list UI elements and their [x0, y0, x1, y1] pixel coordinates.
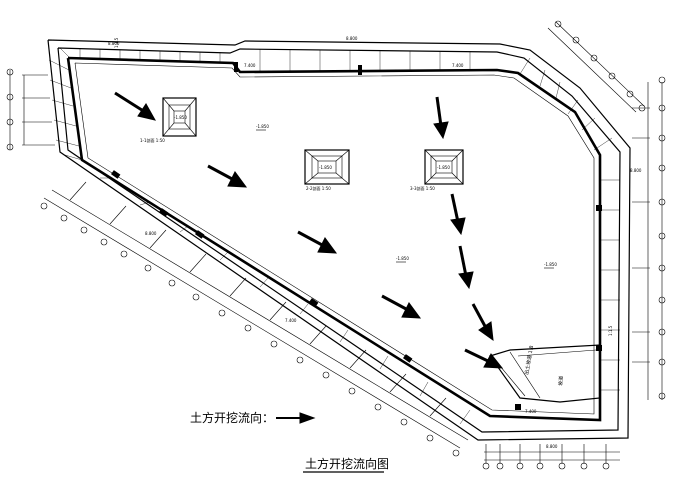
legend-arrow-icon — [299, 412, 316, 424]
flow-arrow-4 — [381, 294, 422, 319]
flow-arrow-6 — [433, 96, 449, 140]
title-text: 土方开挖流向图 — [305, 456, 389, 471]
center-elevation-3: -1.850 — [544, 262, 557, 267]
dimension-diagonal — [40, 181, 469, 457]
elev-bottom: 8.800 — [546, 444, 558, 449]
flow-arrows — [114, 91, 504, 369]
pit-1-note: 1-1剖面 1:50 — [140, 137, 165, 143]
elev-inner-left: 7.400 — [285, 318, 297, 323]
drawing-title: 土方开挖流向图 — [303, 456, 389, 473]
boundary-elevations: 8.800 8.800 8.800 8.800 8.800 7.400 7.40… — [108, 36, 642, 449]
elev-top-left: 8.800 — [108, 41, 120, 46]
elev-inner-top-right: 7.400 — [452, 63, 464, 68]
center-elevation-1: -1.850 — [256, 124, 269, 129]
elev-inner-top: 7.400 — [244, 63, 256, 68]
slope-hatching-top — [59, 47, 613, 151]
flow-arrow-1 — [114, 91, 156, 121]
slope-ratio-1: 1:1.5 — [114, 37, 119, 48]
exit-ramp: 出土坡道 1:8 坡道 — [489, 344, 601, 403]
pit-1: -1.850 1-1剖面 1:50 — [140, 97, 197, 143]
interior-elevations: -1.850 -1.850 -1.850 — [256, 124, 557, 269]
center-elevation-2: -1.850 — [396, 256, 409, 261]
flow-arrow-7 — [450, 193, 466, 236]
dimension-top-right — [547, 20, 646, 113]
elev-left-diag: 8.800 — [145, 231, 157, 236]
ramp-label: 坡道 — [557, 376, 565, 387]
flow-arrow-8 — [458, 245, 474, 290]
wall-markers — [111, 62, 602, 410]
flow-arrow-9 — [471, 303, 494, 342]
dimension-left — [6, 68, 55, 151]
pit-2-note: 2-2剖面 1:50 — [306, 185, 331, 191]
pit-3: -1.850 3-3剖面 1:50 — [410, 149, 464, 191]
slope-ratio-2: 1:1.5 — [608, 325, 613, 336]
legend-label: 土方开挖流向： — [190, 410, 274, 425]
legend: 土方开挖流向： — [190, 410, 316, 425]
slope-hatching-diagonal — [64, 154, 471, 425]
elev-right-upper: 8.800 — [630, 168, 642, 173]
elev-top-right: 8.800 — [346, 36, 358, 41]
slope-hatching-right — [600, 179, 620, 391]
flow-arrow-2 — [207, 164, 248, 188]
pit-1-elevation: -1.850 — [174, 115, 187, 120]
pit-2-elevation: -1.850 — [319, 165, 332, 170]
pit-3-elevation: -1.850 — [437, 165, 450, 170]
flow-arrow-3 — [297, 230, 338, 254]
pit-2: -1.850 2-2剖面 1:50 — [304, 149, 350, 191]
flow-arrow-5 — [464, 348, 504, 369]
dimension-bottom — [482, 444, 620, 470]
pit-3-note: 3-3剖面 1:50 — [410, 185, 435, 191]
slope-hatching-left — [48, 59, 80, 147]
dimension-right — [632, 76, 666, 400]
elev-inner-bottom: 7.400 — [525, 409, 537, 414]
outer-boundary — [47, 39, 631, 441]
